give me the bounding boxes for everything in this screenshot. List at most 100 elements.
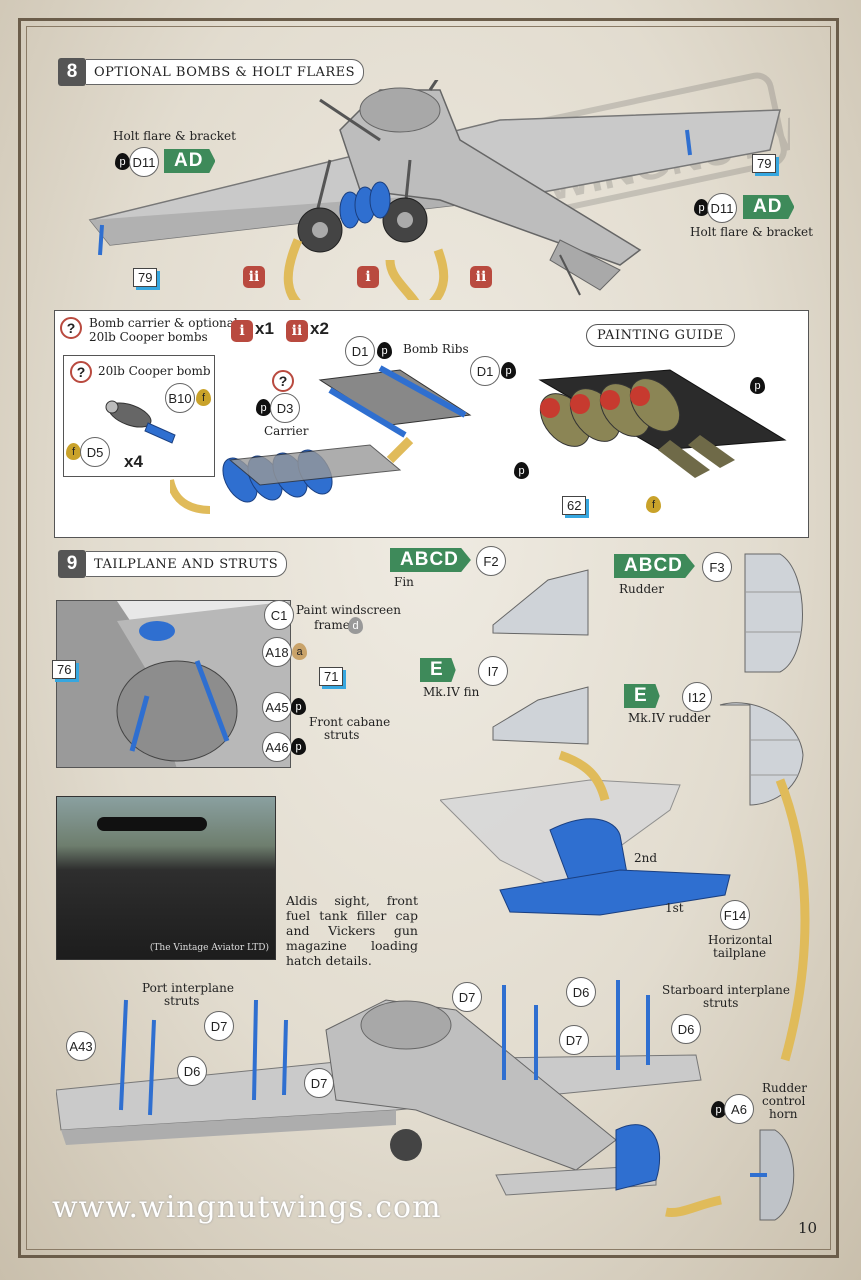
a6-paint-p: p <box>711 1101 726 1118</box>
holt-left-label: Holt flare & bracket <box>113 129 236 143</box>
holt-right-paint-p: p <box>694 199 709 216</box>
part-i7: I7 <box>478 656 508 686</box>
part-a43: A43 <box>66 1031 96 1061</box>
aldis-sight-shape <box>97 817 207 831</box>
step8-number: 8 <box>58 58 86 86</box>
pg-paint-p-right: p <box>750 377 765 394</box>
part-a18: A18 <box>262 637 292 667</box>
count-badge-i: i <box>231 320 253 342</box>
b10-paint-f: f <box>196 389 211 406</box>
optional-question-icon: ? <box>60 317 82 339</box>
label-2nd: 2nd <box>634 851 658 865</box>
a45-paint-p: p <box>291 698 306 715</box>
a18-paint-a: a <box>292 643 307 660</box>
part-d6-stb-b: D6 <box>671 1014 701 1044</box>
fin-f2-illustration <box>492 569 589 636</box>
carrier-question-icon: ? <box>272 370 294 392</box>
part-b10: B10 <box>165 383 195 413</box>
part-a45: A45 <box>262 692 292 722</box>
vintage-aviator-photo: (The Vintage Aviator LTD) <box>56 796 276 960</box>
windscreen-paint-d: d <box>348 617 363 634</box>
part-d3: D3 <box>270 393 300 423</box>
painting-guide-illustration <box>538 369 787 478</box>
decal-79-right: 79 <box>752 154 777 173</box>
mk4-fin-label: Mk.IV fin <box>423 685 480 699</box>
decal-62: 62 <box>562 496 587 515</box>
page-number: 10 <box>798 1219 818 1237</box>
htail-text-2: tailplane <box>713 946 767 960</box>
badge-ii-left: ii <box>243 266 265 288</box>
rudder-horn-text-1: Rudder <box>762 1081 807 1095</box>
part-d7-port-a: D7 <box>204 1011 234 1041</box>
part-d1-top: D1 <box>345 336 375 366</box>
part-f3: F3 <box>702 552 732 582</box>
mk4-fin-variants: E <box>420 658 456 682</box>
mk4-rudder-variants: E <box>624 684 660 708</box>
part-f2: F2 <box>476 546 506 576</box>
rudder-variants: ABCD <box>614 554 695 578</box>
page-border-outer <box>18 18 839 1258</box>
part-a46: A46 <box>262 732 292 762</box>
count-i: x1 <box>255 319 274 338</box>
step9-header: 9 TAILPLANE AND STRUTS <box>58 550 288 578</box>
port-struts-text-2: struts <box>164 994 200 1008</box>
part-d7-port-b: D7 <box>304 1068 334 1098</box>
photo-credit: (The Vintage Aviator LTD) <box>149 943 269 953</box>
part-f14: F14 <box>720 900 750 930</box>
step8-header: 8 OPTIONAL BOMBS & HOLT FLARES <box>58 58 365 86</box>
a46-paint-p: p <box>291 738 306 755</box>
bomb-ribs-label: Bomb Ribs <box>403 342 469 356</box>
cockpit-detail-image <box>56 600 291 768</box>
fin-variants: ABCD <box>390 548 471 572</box>
aldis-description: Aldis sight, front fuel tank filler cap … <box>286 893 418 968</box>
mk4-rudder-label: Mk.IV rudder <box>628 711 711 725</box>
cooper-question-icon: ? <box>70 361 92 383</box>
windscreen-text-2: frame <box>314 618 350 632</box>
cooper-title: 20lb Cooper bomb <box>98 364 211 378</box>
count-ii: x2 <box>310 319 329 338</box>
badge-ii-right: ii <box>470 266 492 288</box>
d1-right-paint-p: p <box>501 362 516 379</box>
starboard-struts-text-2: struts <box>703 996 739 1010</box>
carrier-label: Carrier <box>264 424 309 438</box>
cabane-text-1: Front cabane <box>309 715 391 729</box>
carrier-assembly-illustration <box>170 365 472 514</box>
rudder-label: Rudder <box>619 582 664 596</box>
part-d6-port: D6 <box>177 1056 207 1086</box>
windscreen-text-1: Paint windscreen <box>296 603 401 617</box>
holt-right-variants: AD <box>743 195 795 219</box>
d5-paint-f: f <box>66 443 81 460</box>
holt-left-part-d11: D11 <box>129 147 159 177</box>
bomb-carrier-text-1: Bomb carrier & optional <box>89 316 238 330</box>
port-struts-text-1: Port interplane <box>142 981 234 995</box>
rudder-horn-text-3: horn <box>769 1107 798 1121</box>
part-d5: D5 <box>80 437 110 467</box>
part-d7-stb-b: D7 <box>559 1025 589 1055</box>
part-c1: C1 <box>264 600 294 630</box>
part-i12: I12 <box>682 682 712 712</box>
rudder-arrow <box>775 778 810 1062</box>
pg-paint-p-left: p <box>514 462 529 479</box>
part-d7-stb-a: D7 <box>452 982 482 1012</box>
htail-text-1: Horizontal <box>708 933 773 947</box>
quantity-x4: x4 <box>124 452 143 471</box>
holt-left-paint-p: p <box>115 153 130 170</box>
mk4-fin-illustration <box>492 686 589 745</box>
starboard-struts-text-1: Starboard interplane <box>662 983 790 997</box>
badge-i: i <box>357 266 379 288</box>
d1-top-paint-p: p <box>377 342 392 359</box>
step9-title: TAILPLANE AND STRUTS <box>86 551 288 577</box>
holt-right-part-d11: D11 <box>707 193 737 223</box>
rudder-horn-illustration <box>750 1129 795 1221</box>
part-d6-stb-a: D6 <box>566 977 596 1007</box>
part-a6: A6 <box>724 1094 754 1124</box>
website-url: www.wingnutwings.com <box>52 1190 442 1225</box>
fin-label: Fin <box>394 575 414 589</box>
painting-guide-label: PAINTING GUIDE <box>586 324 735 347</box>
label-1st: 1st <box>665 901 684 915</box>
tailplane-assembly-illustration <box>440 750 731 916</box>
decal-71: 71 <box>319 667 344 686</box>
rudder-f3-illustration <box>744 553 803 673</box>
bomb-carrier-text-2: 20lb Cooper bombs <box>89 330 208 344</box>
cooper-bomb-icon <box>105 400 176 444</box>
